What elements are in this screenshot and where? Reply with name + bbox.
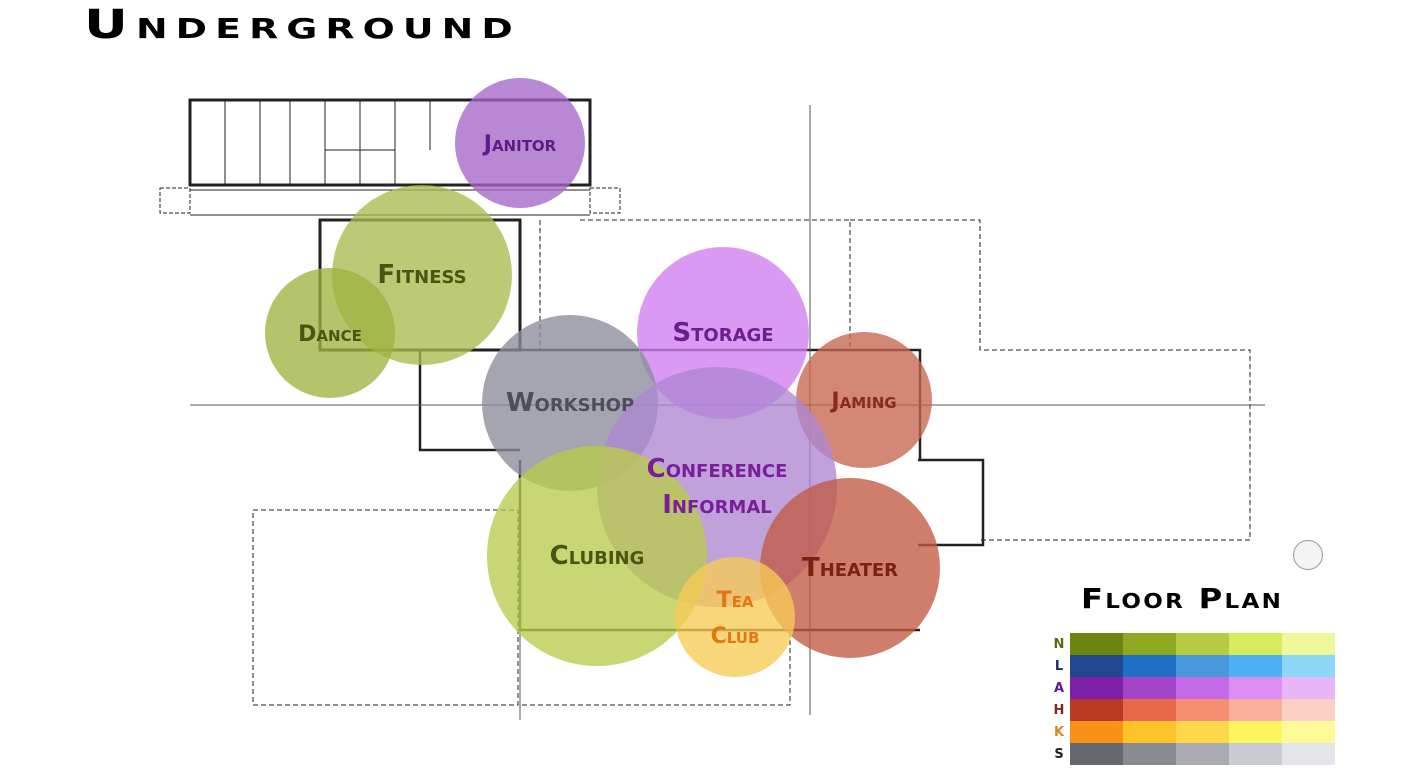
room-label: Jaming [829, 389, 896, 414]
legend-swatch [1123, 655, 1176, 677]
legend-swatch [1229, 677, 1282, 699]
legend-swatch [1282, 633, 1335, 655]
room-bubble [455, 78, 585, 208]
legend-swatch [1229, 633, 1282, 655]
legend-swatch [1070, 633, 1123, 655]
legend-key: L [1054, 658, 1064, 674]
legend-swatch [1070, 743, 1123, 765]
legend-row: K [1048, 721, 1335, 743]
legend-row: L [1048, 655, 1335, 677]
room-bubble [675, 557, 795, 677]
legend-swatch [1123, 699, 1176, 721]
legend-swatch [1229, 721, 1282, 743]
room-label: Dance [298, 322, 362, 347]
room-label: Theater [802, 553, 898, 583]
legend-row: A [1048, 677, 1335, 699]
page-title: Underground [84, 2, 521, 48]
legend-swatch [1282, 655, 1335, 677]
legend-swatch [1176, 743, 1229, 765]
legend-swatch [1282, 699, 1335, 721]
north-arrow-icon [1293, 540, 1323, 570]
legend-swatch [1282, 743, 1335, 765]
legend-swatch [1176, 699, 1229, 721]
legend-key: S [1054, 746, 1064, 762]
room-label: Storage [672, 318, 773, 348]
room-bubble [487, 446, 707, 666]
legend-swatch [1070, 721, 1123, 743]
legend-swatch [1123, 677, 1176, 699]
legend-swatch [1282, 721, 1335, 743]
legend-swatch [1229, 743, 1282, 765]
legend-row: N [1048, 633, 1335, 655]
room-label: Club [711, 624, 760, 649]
legend-swatch [1176, 655, 1229, 677]
room-label: Fitness [377, 260, 466, 290]
legend-key: N [1053, 636, 1065, 652]
legend-swatch [1176, 677, 1229, 699]
legend-title: Floor Plan [1081, 582, 1284, 615]
legend-swatch [1176, 721, 1229, 743]
legend-row: S [1048, 743, 1335, 765]
room-bubble [265, 268, 395, 398]
room-label: Clubing [550, 541, 645, 571]
room-label: Janitor [482, 132, 557, 157]
legend-swatch [1229, 655, 1282, 677]
room-label: Conference [647, 454, 788, 484]
room-label: Informal [662, 490, 772, 520]
room-label: Tea [717, 588, 754, 613]
legend-swatch [1070, 655, 1123, 677]
legend-key: H [1053, 702, 1065, 718]
legend-swatch [1176, 633, 1229, 655]
legend-key: K [1053, 724, 1065, 740]
legend-swatch [1123, 743, 1176, 765]
legend-swatch [1070, 677, 1123, 699]
legend-swatch [1123, 633, 1176, 655]
room-label: Workshop [506, 388, 634, 418]
legend-swatch [1229, 699, 1282, 721]
legend-key: A [1053, 680, 1065, 696]
room-bubble [796, 332, 932, 468]
legend-swatch [1123, 721, 1176, 743]
legend-row: H [1048, 699, 1335, 721]
legend-swatch [1070, 699, 1123, 721]
legend-swatch [1282, 677, 1335, 699]
room-bubble [760, 478, 940, 658]
